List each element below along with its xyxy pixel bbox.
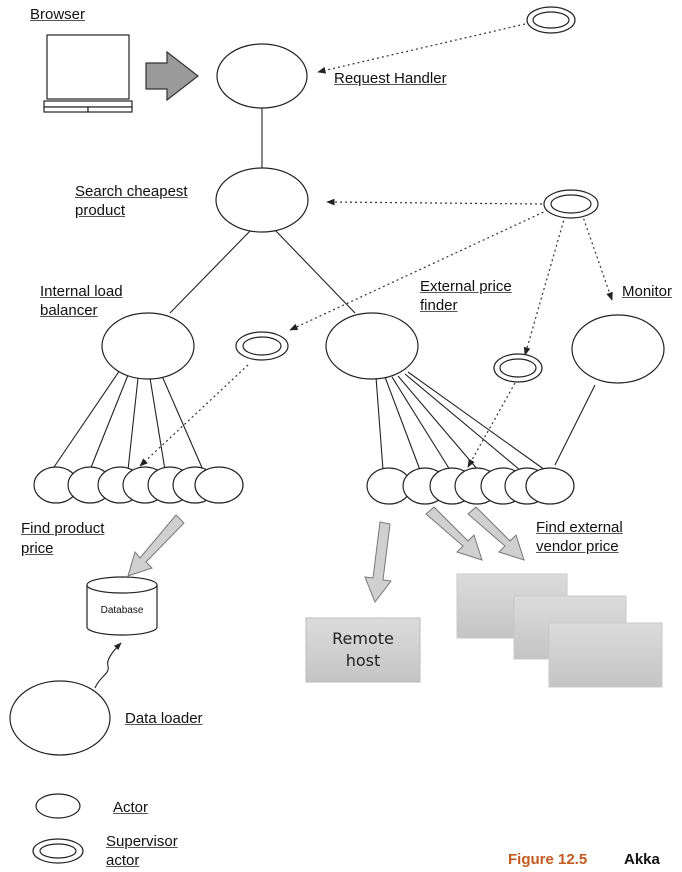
vendor-host-boxes [456, 573, 663, 688]
supervisor-internal [235, 331, 289, 361]
remote-host-box: Remote host [305, 617, 421, 683]
find-product-price-label-1: Find product [21, 520, 105, 537]
supervisor-top [526, 6, 576, 34]
loader-to-database-arrow [94, 642, 122, 689]
figure-caption-text: Akka [624, 851, 660, 868]
supervisor-external [493, 353, 543, 383]
request-handler-label: Request Handler [334, 70, 447, 87]
request-block-arrows [127, 506, 525, 604]
legend-actor-label: Actor [113, 799, 149, 816]
legend-shapes [32, 793, 84, 864]
internal-load-balancer-label-1: Internal load [40, 283, 123, 300]
monitor-actor [571, 314, 665, 384]
internal-worker-pool [33, 466, 244, 504]
search-cheapest-label-2: product [75, 202, 126, 219]
browser-to-handler-arrow [145, 50, 199, 102]
search-cheapest-actor [215, 167, 309, 233]
database-label: Database [101, 605, 144, 616]
to-vendor-arrow-1 [425, 506, 483, 561]
data-loader-label: Data loader [125, 710, 203, 727]
find-external-vendor-label-2: vendor price [536, 538, 619, 555]
remote-host-line1: Remote [332, 629, 394, 648]
external-worker-pool [366, 467, 575, 505]
remote-host-line2: host [346, 651, 381, 670]
to-database-arrow [127, 514, 185, 577]
to-remote-host-arrow [364, 521, 392, 604]
actors [9, 43, 665, 756]
find-product-price-label-2: price [21, 540, 54, 557]
internal-load-balancer-actor [101, 312, 195, 380]
to-vendor-arrow-2 [467, 506, 525, 561]
figure-number: Figure 12.5 [508, 851, 588, 868]
legend-supervisor-label-2: actor [106, 852, 140, 869]
data-loader-actor [9, 680, 111, 756]
external-price-finder-label-2: finder [420, 297, 458, 314]
request-handler-actor [216, 43, 308, 109]
supervision-arrows [139, 23, 613, 468]
external-price-finder-actor [325, 312, 419, 380]
legend-supervisor-label-1: Supervisor [106, 833, 178, 850]
legend-actor-icon [35, 793, 81, 819]
actor-hierarchy-lines [51, 107, 596, 471]
internal-load-balancer-label-2: balancer [40, 302, 98, 319]
monitor-label: Monitor [622, 283, 673, 300]
search-cheapest-label-1: Search cheapest [75, 183, 188, 200]
external-price-finder-label-1: External price [420, 278, 512, 295]
browser-label: Browser [30, 6, 86, 23]
database-cylinder [86, 576, 158, 636]
browser-laptop-icon [43, 34, 133, 113]
supervisor-search [543, 189, 599, 219]
supervisor-actors [235, 6, 599, 383]
find-external-vendor-label-1: Find external [536, 519, 623, 536]
